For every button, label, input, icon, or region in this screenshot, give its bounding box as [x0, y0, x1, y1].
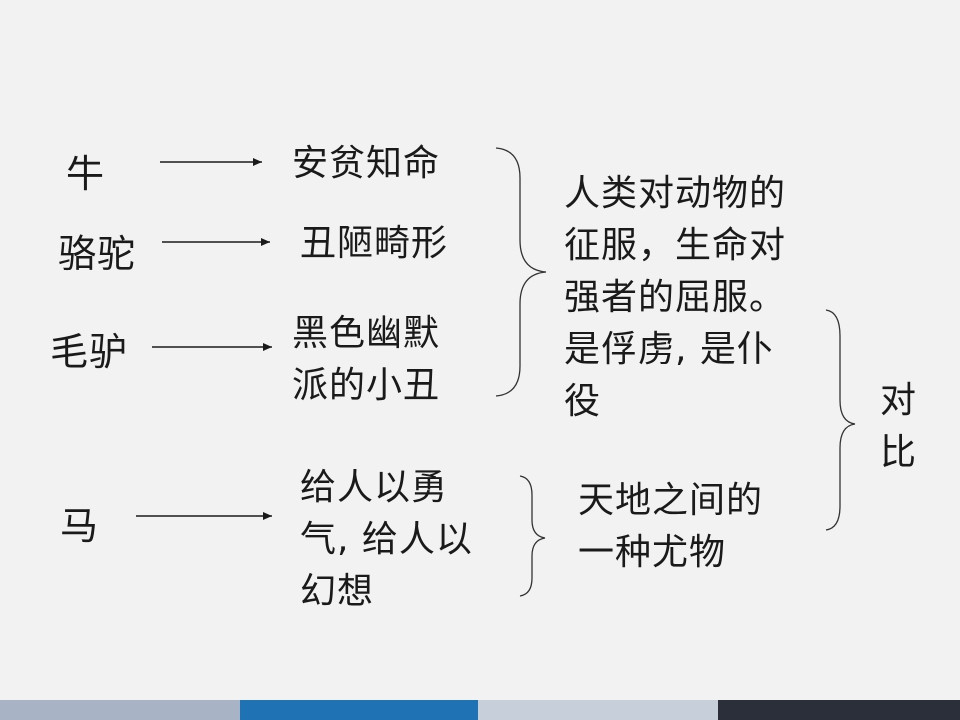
trait-camel: 丑陋畸形 — [300, 223, 449, 264]
footer-bar-3 — [478, 700, 718, 720]
animal-donkey: 毛驴 — [50, 330, 129, 374]
animal-camel: 骆驼 — [58, 232, 137, 276]
conclusion-group: 人类对动物的 征服，生命对 强者的屈服。 是俘虏, 是仆 役 — [564, 173, 787, 422]
trait-ox: 安贫知命 — [292, 143, 441, 184]
footer-bar-2 — [240, 700, 478, 720]
brace-horse — [519, 475, 546, 597]
animal-ox: 牛 — [66, 152, 106, 196]
animal-horse: 马 — [60, 504, 100, 548]
footer-bar-1 — [0, 700, 240, 720]
trait-donkey: 黑色幽默 派的小丑 — [292, 313, 441, 406]
conclusion-horse: 天地之间的 一种尤物 — [578, 480, 764, 573]
trait-horse: 给人以勇 气, 给人以 幻想 — [300, 467, 473, 612]
brace-contrast — [825, 309, 856, 531]
conclusion-contrast: 对 比 — [880, 380, 918, 473]
brace-group — [495, 147, 547, 397]
footer-bar-4 — [718, 700, 960, 720]
